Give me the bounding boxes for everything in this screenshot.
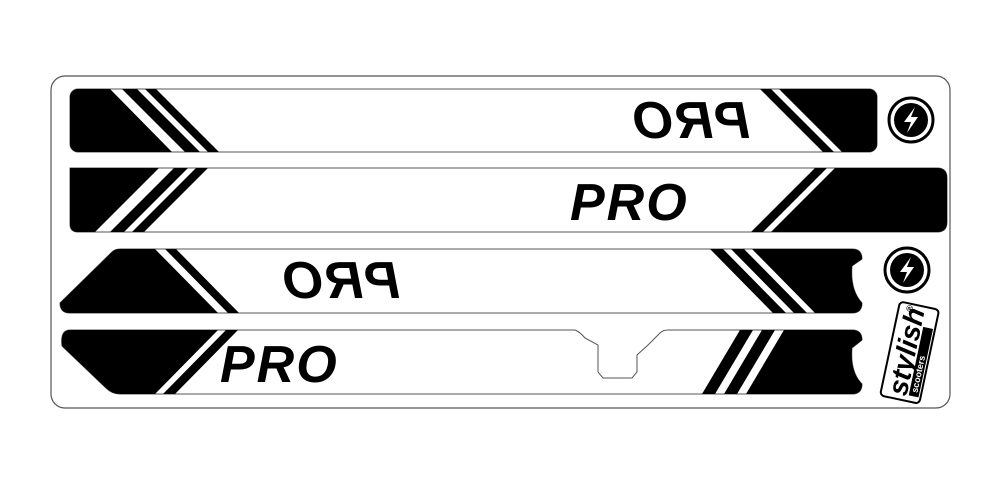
bolt-logo-icon <box>883 246 931 294</box>
bolt-logo-icon <box>887 96 935 144</box>
pro-label-3: PRO <box>281 252 400 310</box>
brand-trademark: ® <box>904 304 915 313</box>
pro-label-4: PRO <box>220 336 339 394</box>
sticker-strip-3: PRO <box>59 248 863 314</box>
sticker-strip-2: PRO <box>69 167 948 233</box>
sheet-outline <box>50 75 951 409</box>
pro-label-1: PRO <box>631 92 750 150</box>
sticker-strip-1: PRO <box>69 88 878 153</box>
pro-label-2: PRO <box>570 174 689 232</box>
sticker-strip-4: PRO <box>61 329 863 395</box>
brand-logo: stylish scooters ® <box>879 301 940 404</box>
